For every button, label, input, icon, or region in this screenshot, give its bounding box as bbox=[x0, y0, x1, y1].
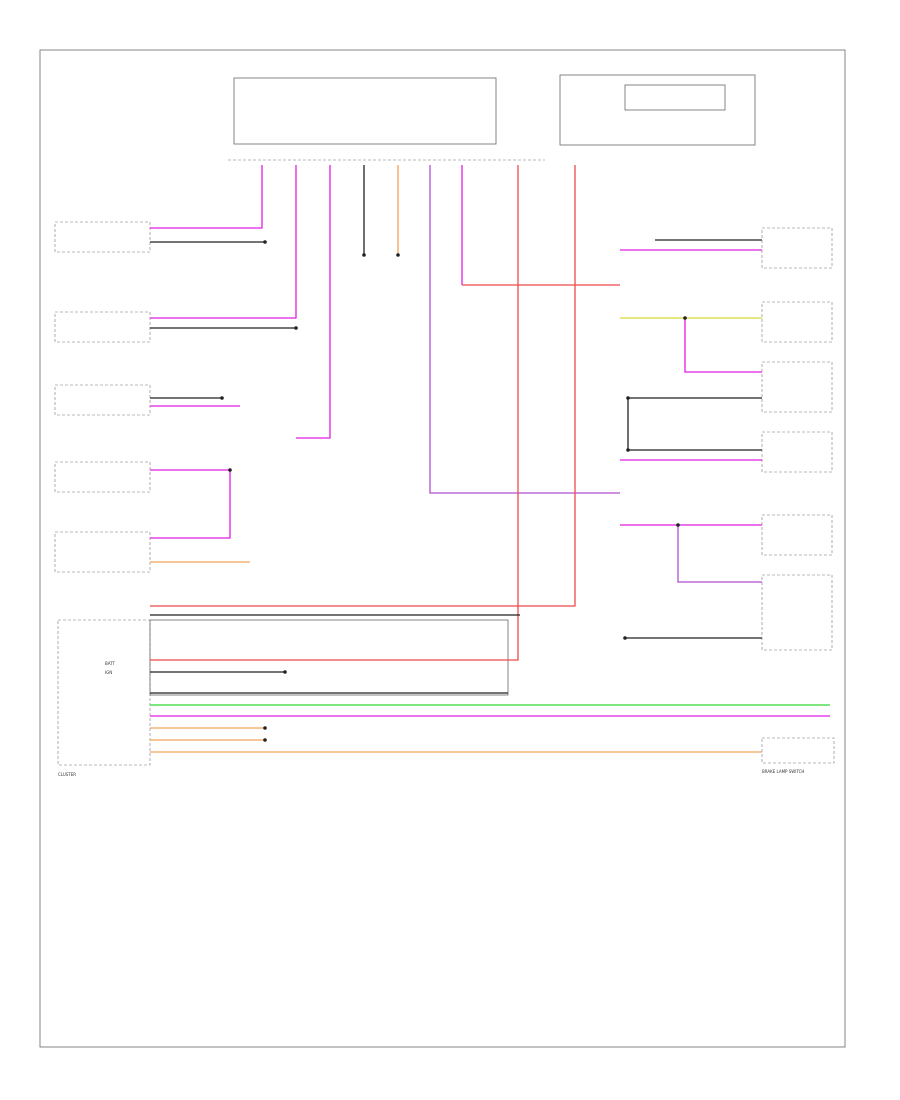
cluster-box bbox=[57, 619, 151, 766]
junction-block bbox=[233, 77, 497, 145]
splice-dot bbox=[396, 253, 400, 257]
splice-dot bbox=[220, 396, 224, 400]
component-l2 bbox=[54, 311, 151, 343]
wire-purple-1 bbox=[429, 165, 620, 494]
component-r5 bbox=[761, 514, 833, 556]
wire-red-batt bbox=[150, 165, 576, 607]
vertical-wires bbox=[150, 165, 620, 661]
wire-red-cluster bbox=[150, 165, 519, 661]
splice-dot bbox=[626, 448, 630, 452]
splice-dot bbox=[228, 468, 232, 472]
splice-dot bbox=[263, 726, 267, 730]
right-wires bbox=[620, 239, 762, 639]
cluster-bus bbox=[150, 692, 830, 753]
wire-purple-r6 bbox=[677, 525, 762, 583]
splice-dot bbox=[362, 253, 366, 257]
brake-switch-label: BRAKE LAMP SWITCH bbox=[762, 769, 804, 774]
diagram-frame bbox=[39, 49, 846, 1048]
brake-switch-box bbox=[761, 737, 835, 764]
left-wires bbox=[150, 241, 520, 673]
component-r6 bbox=[761, 574, 833, 651]
splice-dot bbox=[294, 326, 298, 330]
component-l4 bbox=[54, 461, 151, 493]
component-r1 bbox=[761, 227, 833, 269]
cluster-label: CLUSTER bbox=[58, 772, 76, 777]
splice-dot bbox=[623, 636, 627, 640]
left-components bbox=[54, 221, 151, 573]
splice-dot bbox=[283, 670, 287, 674]
cluster-pin-batt: BATT bbox=[105, 661, 116, 666]
component-r4 bbox=[761, 431, 833, 473]
component-r3 bbox=[761, 361, 833, 413]
cluster-pins-box bbox=[149, 619, 509, 696]
component-l1 bbox=[54, 221, 151, 253]
right-components bbox=[761, 227, 833, 651]
splice-dot bbox=[683, 316, 687, 320]
wire-pink-3 bbox=[296, 165, 331, 439]
power-module bbox=[559, 74, 756, 146]
splice-dot bbox=[263, 240, 267, 244]
wire-pink-1 bbox=[150, 165, 263, 229]
splice-dot bbox=[263, 738, 267, 742]
splices bbox=[220, 240, 687, 742]
wire-pink-r2 bbox=[684, 318, 762, 373]
splice-dot bbox=[676, 523, 680, 527]
component-l5 bbox=[54, 531, 151, 573]
wire-pink-l5 bbox=[150, 470, 231, 539]
power-module-relay bbox=[624, 84, 726, 111]
wire-pink-2 bbox=[150, 165, 297, 319]
component-r2 bbox=[761, 301, 833, 343]
splice-dot bbox=[626, 396, 630, 400]
cluster-pin-ign: IGN bbox=[105, 670, 112, 675]
component-l3 bbox=[54, 384, 151, 416]
